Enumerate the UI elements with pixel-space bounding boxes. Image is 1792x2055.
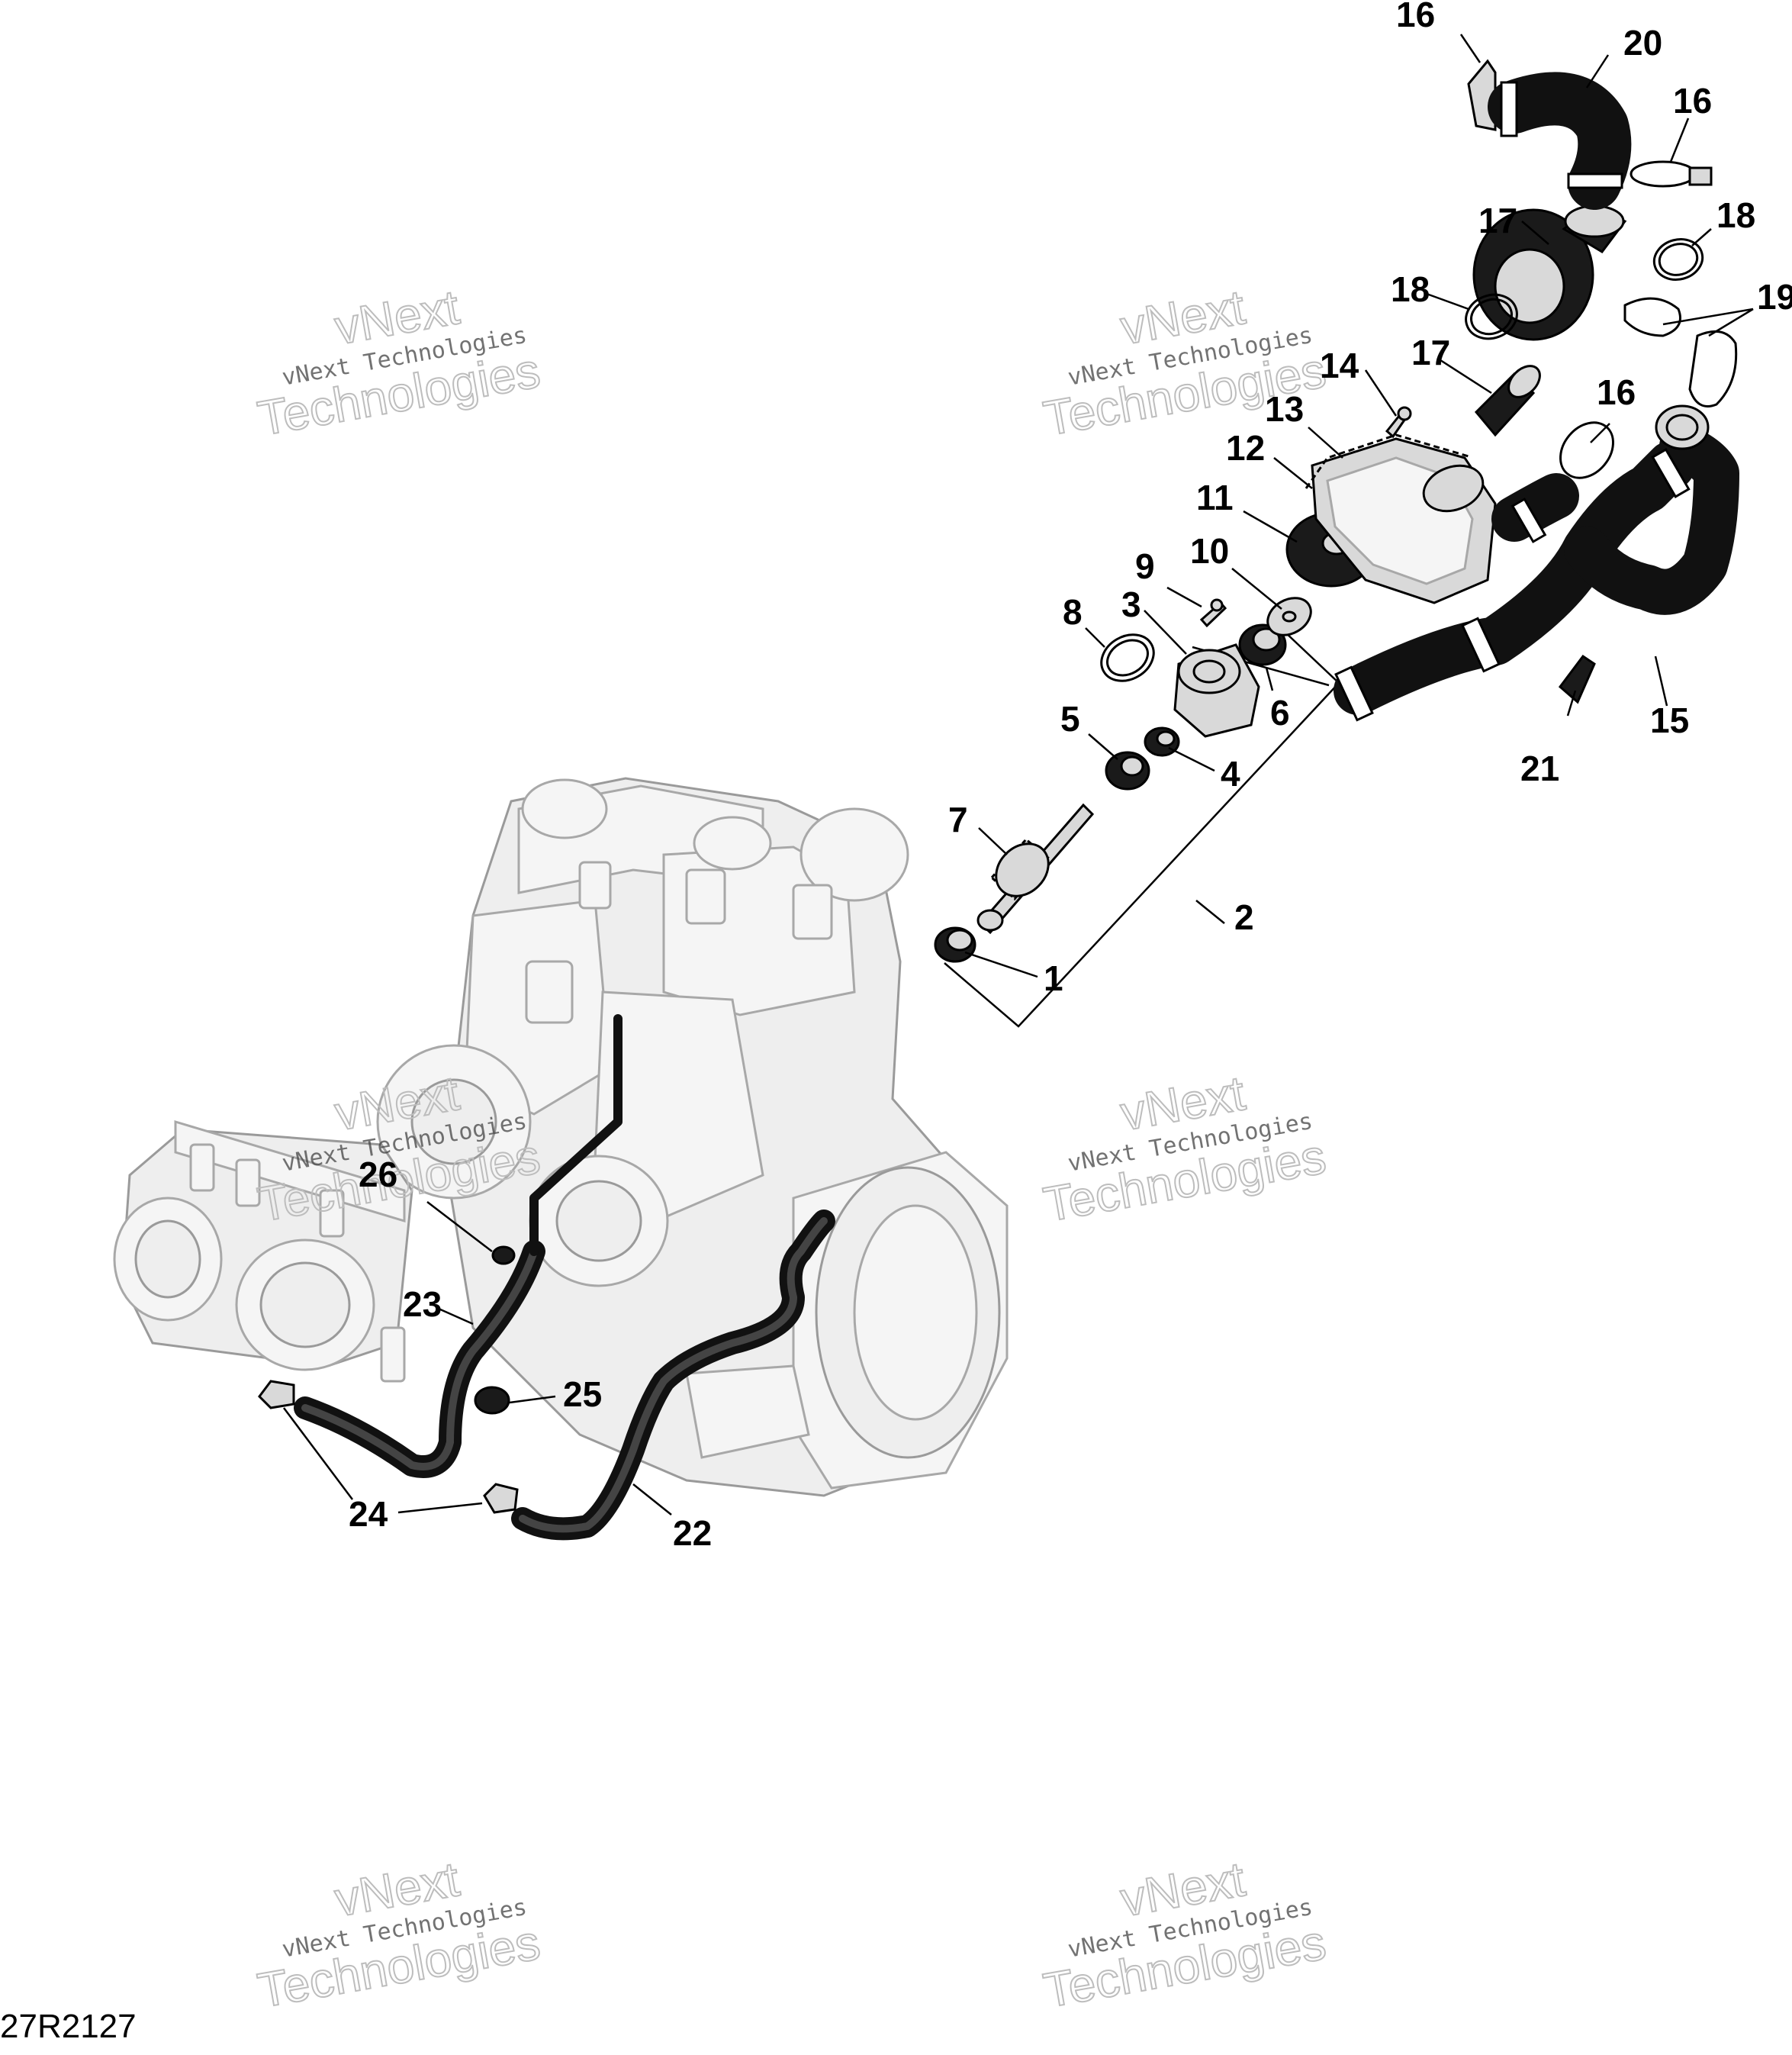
callout-17-lower: 17 xyxy=(1411,333,1450,372)
callout-20: 20 xyxy=(1623,23,1662,63)
o-ring-part-18-left xyxy=(1465,293,1518,340)
watermark: vNext vNext Technologies Technologies xyxy=(1039,1065,1330,1233)
gasket-part-12 xyxy=(1305,433,1469,489)
hose-part-22 xyxy=(511,1209,835,1541)
callout-16-right: 16 xyxy=(1673,81,1712,121)
screw-part-9 xyxy=(1199,598,1227,628)
leader-lines xyxy=(283,34,1754,1515)
ring-part-8 xyxy=(1100,633,1155,682)
callout-2: 2 xyxy=(1234,897,1254,937)
clamp-part-16-right xyxy=(1630,160,1713,188)
clamp-part-26 xyxy=(491,1245,516,1265)
breather-tube xyxy=(529,1014,623,1256)
callout-4: 4 xyxy=(1221,754,1240,794)
callout-23: 23 xyxy=(403,1284,442,1324)
watermark: vNext vNext Technologies Technologies xyxy=(253,1850,545,2019)
callout-12: 12 xyxy=(1226,428,1265,468)
watermark: vNext vNext Technologies Technologies xyxy=(1039,1850,1330,2019)
callout-18-right: 18 xyxy=(1716,195,1755,235)
callout-25: 25 xyxy=(563,1374,602,1414)
callout-16-top: 16 xyxy=(1396,0,1435,34)
seal-part-6 xyxy=(1238,623,1287,666)
clip-part-21 xyxy=(1558,654,1596,704)
callout-24: 24 xyxy=(349,1494,388,1534)
callout-11: 11 xyxy=(1196,478,1234,517)
callout-13: 13 xyxy=(1265,389,1304,429)
callout-16-mid: 16 xyxy=(1597,372,1636,412)
watermark: vNext vNext Technologies Technologies xyxy=(253,279,545,447)
fitting-part-17-lower xyxy=(1474,365,1541,437)
callout-26: 26 xyxy=(359,1155,397,1194)
hose-part-23 xyxy=(294,1240,545,1478)
o-ring-part-18-right xyxy=(1652,238,1704,281)
bearing-part-4 xyxy=(1144,726,1180,757)
callout-15: 15 xyxy=(1650,701,1689,740)
pump-cover-part-13 xyxy=(1311,437,1497,604)
radiator-hose-part-15 xyxy=(1334,404,1739,722)
seal-part-1 xyxy=(934,926,976,963)
thermostat-housing-part-17 xyxy=(1472,205,1627,341)
clamp-part-24-bottom xyxy=(483,1483,519,1514)
callout-10: 10 xyxy=(1190,531,1229,571)
clamp-part-24-left xyxy=(258,1380,295,1409)
callout-7: 7 xyxy=(948,800,968,839)
callout-6: 6 xyxy=(1270,693,1290,733)
callout-9: 9 xyxy=(1135,546,1155,586)
diagram-reference-code: 27R2127 xyxy=(0,2008,137,2045)
elbow-hose-part-20 xyxy=(1488,72,1632,210)
bearing-part-5 xyxy=(1105,751,1150,791)
callout-18-left: 18 xyxy=(1391,269,1430,309)
callout-3: 3 xyxy=(1121,585,1141,624)
bolt-part-14 xyxy=(1385,406,1412,439)
clamp-part-25 xyxy=(474,1386,510,1415)
callout-5: 5 xyxy=(1060,699,1080,739)
callout-14: 14 xyxy=(1320,346,1359,385)
callout-1: 1 xyxy=(1044,958,1063,998)
engine-block-illustration xyxy=(376,777,1009,1497)
gasket-part-19 xyxy=(1623,297,1738,407)
callout-labels: 1 2 3 4 5 6 7 8 9 10 11 12 13 14 15 16 1… xyxy=(349,0,1792,1553)
shaft-gear-part-7 xyxy=(976,803,1095,935)
assembly-bracket-line xyxy=(944,617,1340,1028)
callout-17-top: 17 xyxy=(1478,201,1517,240)
callout-22: 22 xyxy=(673,1513,712,1553)
housing-part-3 xyxy=(1173,643,1260,738)
throttle-body-assembly xyxy=(113,1119,413,1383)
callout-8: 8 xyxy=(1063,592,1083,632)
callout-21: 21 xyxy=(1520,749,1559,788)
callout-19: 19 xyxy=(1757,277,1792,317)
